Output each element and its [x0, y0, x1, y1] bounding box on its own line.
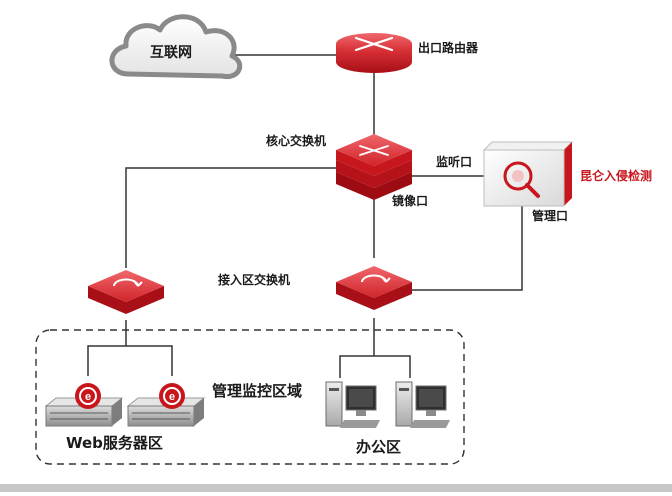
kunlun-ids-label: 昆仑入侵检测: [580, 169, 653, 183]
access-switch-right-icon: [336, 266, 412, 310]
svg-text:e: e: [169, 391, 175, 403]
link-servers: [87, 345, 173, 376]
web-server-zone-label: Web服务器区: [66, 434, 163, 452]
web-server-left-icon: e: [44, 383, 124, 427]
link-pcs: [339, 355, 411, 378]
internet-label: 互联网: [150, 45, 192, 61]
web-server-right-icon: e: [126, 383, 206, 427]
kunlun-ids-appliance-icon: [482, 141, 574, 207]
svg-text:e: e: [85, 391, 91, 403]
access-switch-left-icon: [88, 270, 164, 314]
managed-zone-boundary: [35, 329, 465, 465]
internet-cloud-icon: [109, 14, 243, 80]
core-switch-icon: [336, 134, 412, 200]
mirror-port-label: 镜像口: [392, 194, 429, 208]
footer-divider-bar: [0, 484, 672, 492]
egress-router-label: 出口路由器: [418, 41, 479, 55]
link-core-access-left: [125, 167, 340, 268]
office-pc-right-icon: [395, 381, 450, 428]
monitor-port-label: 监听口: [436, 155, 473, 169]
access-switch-label: 接入区交换机: [218, 273, 291, 287]
management-port-label: 管理口: [532, 209, 569, 223]
egress-router-icon: [336, 33, 412, 73]
link-ids-mgmt: [412, 206, 523, 291]
office-pc-left-icon: [325, 381, 380, 428]
office-zone-label: 办公区: [356, 438, 402, 456]
connection-lines: [87, 54, 523, 378]
core-switch-label: 核心交换机: [266, 134, 327, 148]
mgmt-monitor-zone-label: 管理监控区域: [212, 382, 303, 400]
